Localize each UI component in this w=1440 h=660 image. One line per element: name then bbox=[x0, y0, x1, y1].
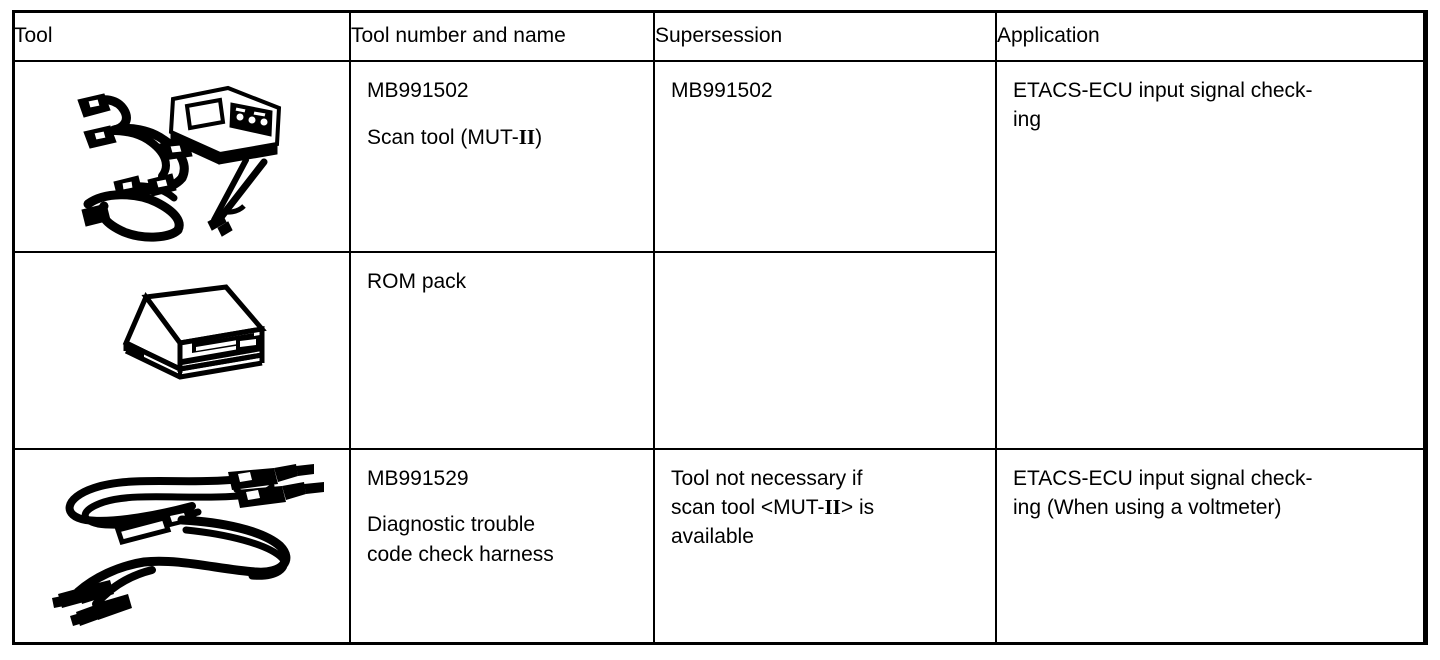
supersession-cell-scan-tool: MB991502 bbox=[653, 59, 997, 254]
spacer bbox=[367, 494, 639, 510]
supersession-line-2-suffix: > is bbox=[840, 495, 875, 519]
rom-pack-illustration bbox=[76, 271, 312, 411]
supersession-value: MB991502 bbox=[671, 79, 773, 102]
table-row: ROM pack bbox=[12, 251, 1427, 450]
application-line-2: ing bbox=[1013, 108, 1042, 131]
special-tools-table: Tool Tool number and name Supersession A… bbox=[12, 10, 1428, 646]
supersession-line-2-prefix: scan tool <MUT- bbox=[671, 495, 825, 519]
column-header-tool: Tool bbox=[12, 10, 351, 62]
column-header-tool-number: Tool number and name bbox=[349, 10, 655, 62]
tool-name-prefix: Scan tool (MUT- bbox=[367, 126, 519, 149]
application-line-1: ETACS-ECU input signal check- bbox=[1013, 466, 1313, 490]
tool-number: MB991502 bbox=[367, 79, 469, 102]
tool-name-suffix: ) bbox=[535, 126, 543, 149]
scan-tool-illustration bbox=[32, 70, 332, 245]
application-line-1: ETACS-ECU input signal check- bbox=[1013, 79, 1313, 102]
supersession-line-3: available bbox=[671, 524, 754, 548]
column-header-application: Application bbox=[995, 10, 1428, 62]
tool-illustration-cell-rom-pack bbox=[12, 251, 351, 450]
supersession-line-1: Tool not necessary if bbox=[671, 466, 863, 490]
table-row: MB991529 Diagnostic trouble code check h… bbox=[12, 447, 1428, 646]
tool-illustration-cell-harness bbox=[12, 447, 351, 646]
tool-name: Scan tool (MUT-II) bbox=[367, 125, 543, 149]
column-header-supersession: Supersession bbox=[653, 10, 997, 62]
tool-number-name-cell-harness: MB991529 Diagnostic trouble code check h… bbox=[349, 447, 655, 646]
tool-number-name-cell-scan-tool: MB991502 Scan tool (MUT-II) bbox=[349, 59, 655, 254]
application-cell-scan-tool: ETACS-ECU input signal check- ing bbox=[995, 60, 1428, 450]
table-row: MB991502 Scan tool (MUT-II) MB991502 ETA… bbox=[12, 59, 1428, 450]
tool-number: MB991529 bbox=[367, 466, 469, 490]
supersession-cell-rom-pack bbox=[653, 251, 997, 450]
tool-name-line-1: Diagnostic trouble bbox=[367, 512, 536, 536]
tool-name-line-2: code check harness bbox=[367, 542, 554, 566]
harness-illustration bbox=[32, 458, 342, 638]
tool-illustration-cell-scan-tool bbox=[12, 59, 351, 254]
tool-name-roman-numeral: II bbox=[518, 125, 536, 149]
supersession-cell-harness: Tool not necessary if scan tool <MUT-II>… bbox=[653, 447, 997, 646]
supersession-line-2: scan tool <MUT-II> is bbox=[671, 493, 981, 522]
supersession-roman-numeral: II bbox=[824, 494, 841, 519]
application-cell-harness: ETACS-ECU input signal check- ing (When … bbox=[995, 447, 1428, 646]
spacer bbox=[367, 106, 639, 122]
tool-name: ROM pack bbox=[367, 270, 467, 294]
application-line-2: ing (When using a voltmeter) bbox=[1013, 495, 1282, 519]
tool-number-name-cell-rom-pack: ROM pack bbox=[349, 251, 655, 450]
table-header-row: Tool Tool number and name Supersession A… bbox=[12, 10, 1428, 62]
